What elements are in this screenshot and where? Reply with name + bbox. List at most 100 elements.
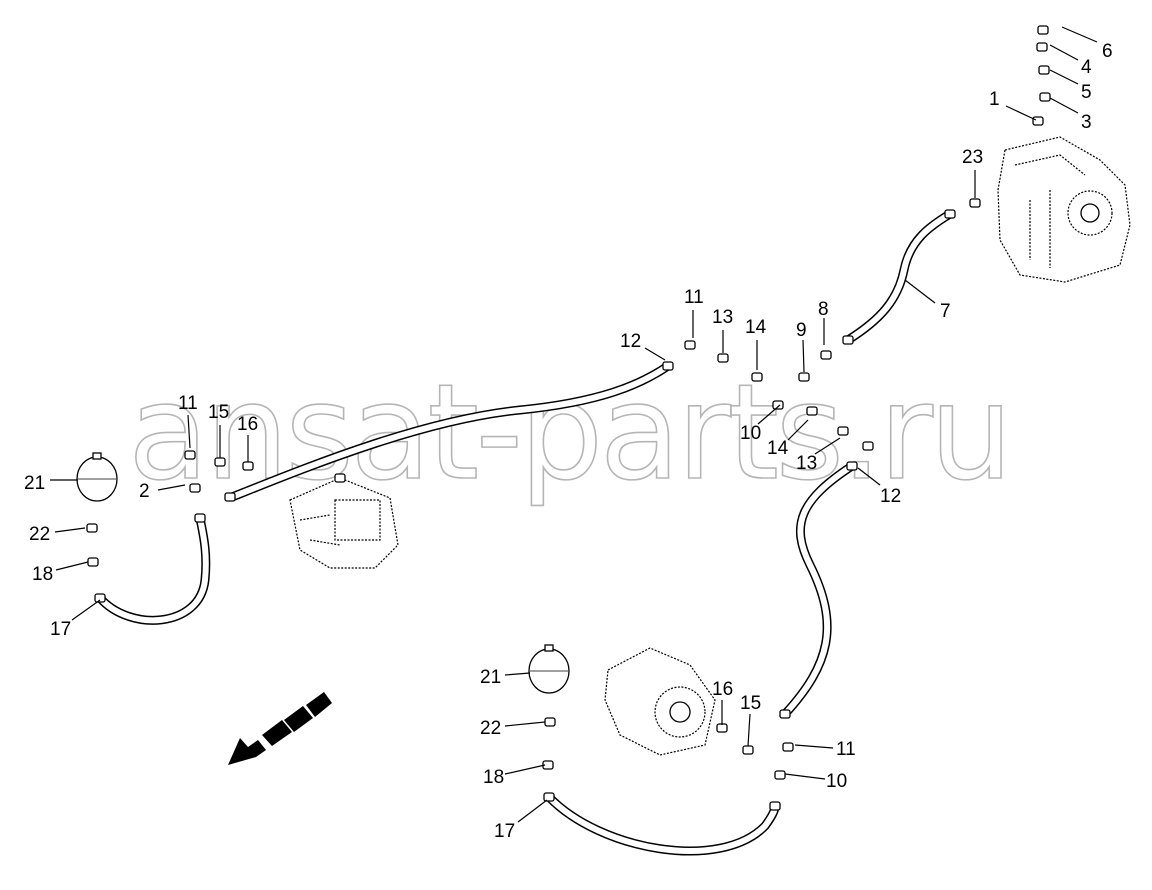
hydraulic-pump <box>997 136 1131 283</box>
callout-label: 15 <box>208 402 229 423</box>
direction-arrow-icon <box>228 692 332 765</box>
fitting <box>87 557 99 567</box>
fitting <box>662 361 674 371</box>
leader-line <box>814 437 841 455</box>
callout-label: 8 <box>818 299 829 320</box>
leader-line <box>187 414 191 449</box>
fitting <box>86 523 98 533</box>
callout-label: 6 <box>1102 41 1113 62</box>
accumulator-left <box>76 452 118 502</box>
callout-label: 11 <box>178 393 198 414</box>
fitting <box>716 723 728 733</box>
fitting <box>742 745 754 755</box>
callout-label: 23 <box>962 147 983 168</box>
leader-line <box>787 419 809 441</box>
leader-line <box>71 599 101 621</box>
fitting <box>1038 65 1050 75</box>
leader-line <box>1049 97 1079 114</box>
fitting <box>1036 42 1048 52</box>
fitting <box>779 709 791 719</box>
fitting <box>194 513 206 523</box>
fitting <box>806 406 818 416</box>
hose-7 <box>843 209 955 345</box>
leader-line <box>1005 105 1037 121</box>
fitting <box>846 461 858 471</box>
callout-label: 21 <box>480 667 501 688</box>
callout-label: 1 <box>989 89 1000 110</box>
callout-label: 2 <box>139 481 150 502</box>
fittings <box>86 25 1051 811</box>
callout-label: 5 <box>1081 82 1092 103</box>
leader-line <box>517 799 548 823</box>
accumulator-bottom <box>528 644 570 694</box>
callout-label: 22 <box>29 524 50 545</box>
hose-17-bottom <box>544 792 780 856</box>
fitting <box>944 209 956 219</box>
callout-label: 11 <box>684 287 704 308</box>
leader-line <box>857 467 881 486</box>
hydraulic-motor-left <box>289 477 399 569</box>
fitting <box>782 742 794 752</box>
leader-line <box>504 672 531 676</box>
fitting <box>224 492 236 502</box>
leader-line <box>802 339 805 373</box>
callout-label: 16 <box>237 414 258 435</box>
callout-label: 18 <box>32 564 53 585</box>
callout-label: 22 <box>480 718 501 739</box>
fitting <box>242 461 254 471</box>
fitting <box>862 441 874 451</box>
leader-line <box>784 773 826 780</box>
callout-label: 12 <box>880 486 901 507</box>
fitting <box>184 450 196 460</box>
callout-label: 17 <box>50 619 71 640</box>
hose-17-left <box>95 513 211 625</box>
callout-label: 12 <box>620 331 641 352</box>
fitting <box>214 457 226 467</box>
callout-label: 10 <box>740 423 761 444</box>
callout-label: 13 <box>712 307 733 328</box>
fitting <box>684 340 696 350</box>
leader-line <box>904 279 936 304</box>
fitting <box>774 770 786 780</box>
leader-line <box>1049 69 1079 85</box>
fitting <box>772 400 784 410</box>
watermark: ansat-parts.ru <box>128 356 1013 510</box>
callout-label: 16 <box>712 679 733 700</box>
callout-label: 3 <box>1081 112 1092 133</box>
fitting <box>751 372 763 382</box>
fitting <box>769 801 781 811</box>
leader-line <box>54 527 86 533</box>
callout-label: 14 <box>745 317 767 338</box>
fitting <box>543 792 555 802</box>
leader-line <box>55 561 89 571</box>
callout-label: 4 <box>1081 57 1092 78</box>
leader-line <box>644 347 666 361</box>
leader-line <box>1049 44 1079 61</box>
callout-label: 17 <box>494 821 515 842</box>
leader-line <box>757 404 781 425</box>
callout-label: 21 <box>24 473 45 494</box>
fitting <box>94 593 106 603</box>
fitting <box>717 353 729 363</box>
fitting <box>820 350 832 360</box>
fitting <box>1039 92 1051 102</box>
fitting <box>837 426 849 436</box>
fitting <box>1037 25 1049 35</box>
leader-line <box>1061 26 1098 43</box>
hose-right <box>780 461 857 719</box>
leader-line <box>157 484 186 491</box>
callout-label: 11 <box>836 739 856 760</box>
callout-label: 9 <box>796 320 807 341</box>
hose-long-top <box>227 361 673 502</box>
leader-line <box>747 713 751 747</box>
callout-label: 10 <box>826 771 847 792</box>
leader-line <box>794 744 834 749</box>
fitting <box>842 335 854 345</box>
hydraulic-motor-bottom <box>604 647 716 756</box>
callout-label: 7 <box>940 301 951 322</box>
fitting <box>334 473 346 483</box>
fitting <box>969 198 981 208</box>
fitting <box>798 372 810 382</box>
